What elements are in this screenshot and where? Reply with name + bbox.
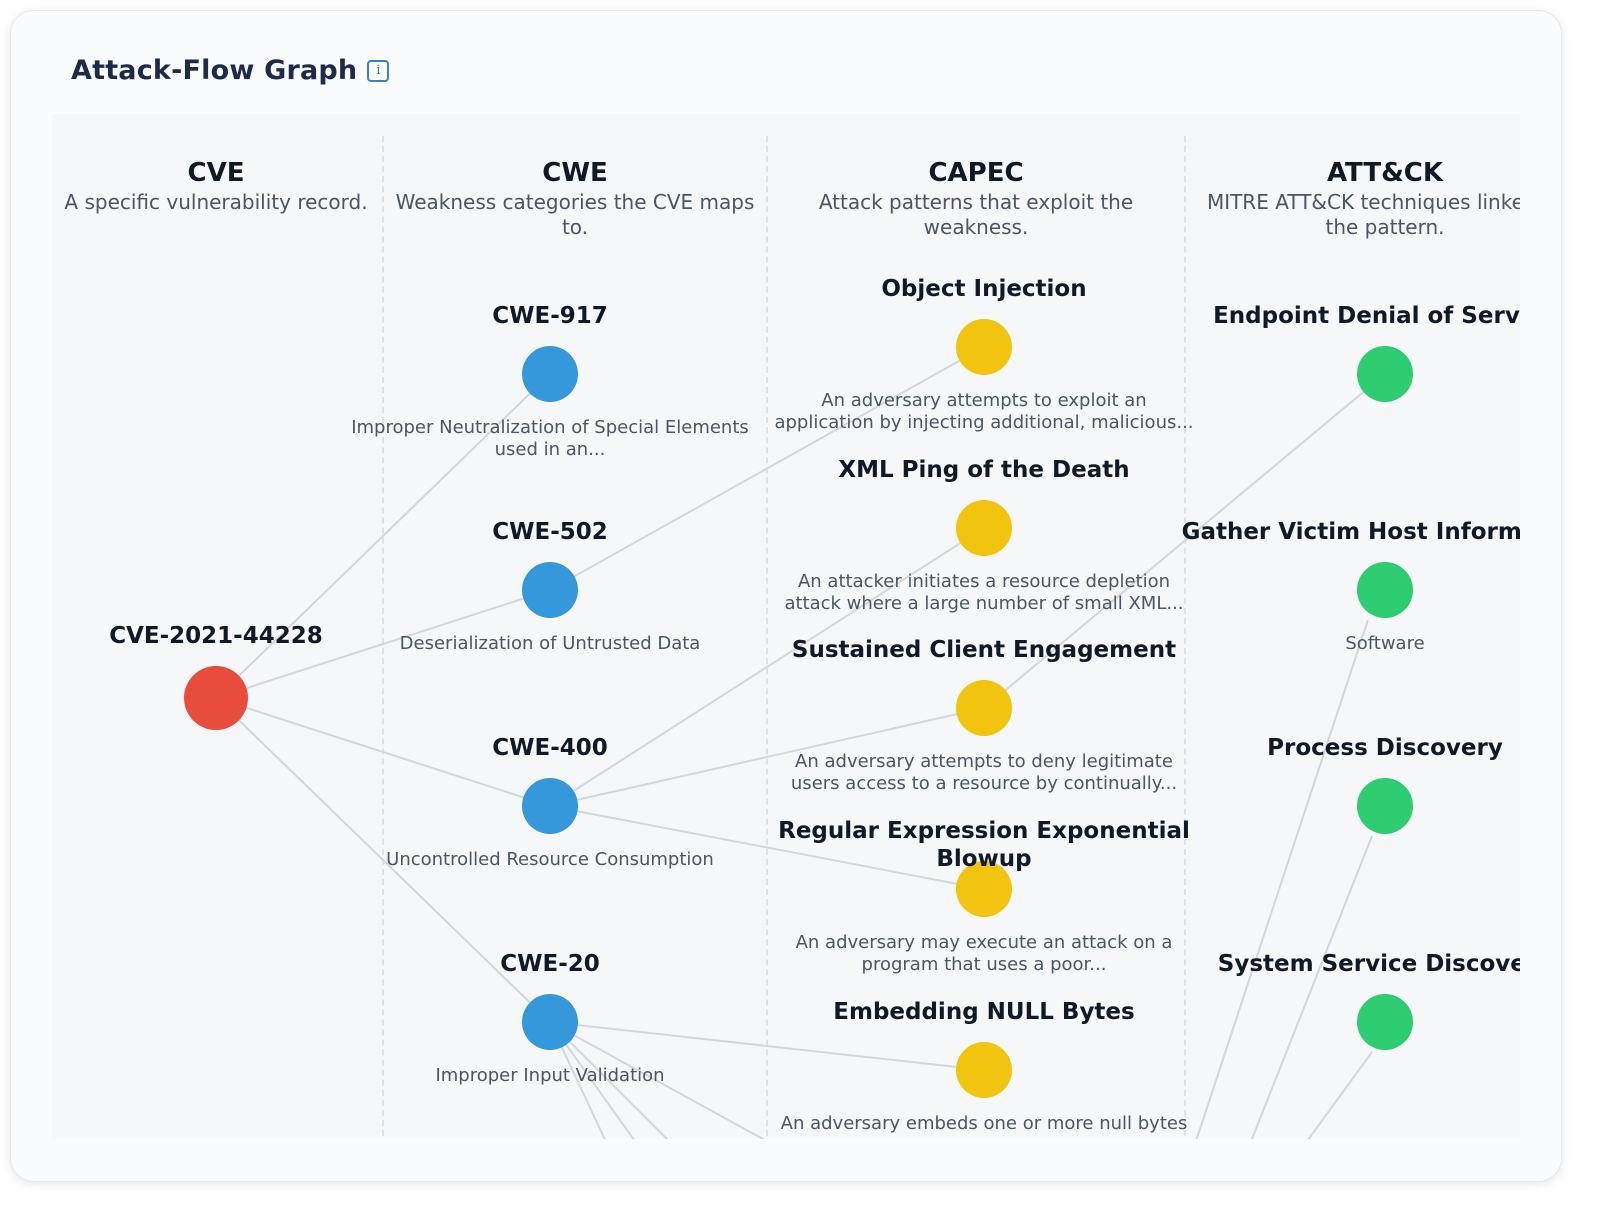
capec-node[interactable] (956, 319, 1012, 375)
capec-node-description: An adversary attempts to exploit an appl… (774, 390, 1194, 433)
column-title: CWE (542, 158, 608, 188)
cwe-node-label: CWE-20 (500, 951, 600, 977)
edge-cve-cwe (215, 697, 551, 807)
edge-cwe-capec (549, 527, 985, 807)
column-description: MITRE ATT&CK techniques linked to the pa… (1206, 190, 1520, 239)
capec-node-description: An adversary may execute an attack on a … (795, 932, 1173, 975)
capec-node[interactable] (956, 1042, 1012, 1098)
column-header-attack: ATT&CK MITRE ATT&CK techniques linked to… (1205, 158, 1520, 240)
column-description: A specific vulnerability record. (64, 190, 368, 214)
edge-cwe-capec (549, 1021, 669, 1139)
attack-node-description: Software (1345, 633, 1425, 654)
capec-node-description: An adversary attempts to deny legitimate… (790, 751, 1178, 794)
cve-node-label: CVE-2021-44228 (109, 623, 323, 649)
capec-node-label: Regular Expression Exponential Blowup (778, 818, 1190, 872)
attack-node-label: Endpoint Denial of Service (1213, 303, 1520, 329)
column-header-cve: CVE A specific vulnerability record. (52, 158, 396, 215)
edge-cve-cwe (215, 373, 551, 699)
cwe-node[interactable] (522, 346, 578, 402)
info-icon[interactable]: i (367, 59, 390, 82)
capec-node[interactable] (956, 680, 1012, 736)
capec-node-label: Sustained Client Engagement (791, 637, 1177, 663)
cve-node[interactable] (184, 666, 248, 730)
graph-title: Attack-Flow Graph (71, 55, 358, 86)
cwe-node-label: CWE-400 (492, 735, 608, 761)
cwe-node-description: Deserialization of Untrusted Data (399, 633, 701, 654)
attack-flow-card: Attack-Flow Graph i CVE A specific vulne… (10, 10, 1562, 1182)
cwe-node-label: CWE-917 (492, 303, 608, 329)
edge-cve-cwe (215, 589, 551, 699)
attack-node[interactable] (1357, 562, 1413, 618)
column-description: Attack patterns that exploit the weaknes… (818, 190, 1134, 239)
cwe-node[interactable] (522, 994, 578, 1050)
capec-node-label: XML Ping of the Death (838, 457, 1130, 483)
capec-node[interactable] (956, 500, 1012, 556)
capec-node-description: An attacker initiates a resource depleti… (784, 571, 1184, 614)
edge-cwe-capec (549, 707, 985, 807)
attack-node[interactable] (1357, 778, 1413, 834)
cwe-node[interactable] (522, 562, 578, 618)
capec-node[interactable] (956, 861, 1012, 917)
cwe-node-description: Improper Input Validation (435, 1065, 665, 1086)
column-divider (766, 136, 768, 1136)
attack-node[interactable] (1357, 994, 1413, 1050)
column-header-capec: CAPEC Attack patterns that exploit the w… (796, 158, 1156, 240)
edge-cwe-capec (549, 1021, 765, 1139)
edge-capec-attack (983, 373, 1386, 709)
column-divider (1184, 136, 1186, 1136)
capec-node-description: An adversary embeds one or more null byt… (780, 1113, 1188, 1134)
cwe-node-description: Uncontrolled Resource Consumption (386, 849, 714, 870)
attack-node-label: Process Discovery (1267, 735, 1503, 761)
edge-capec-attack (1307, 1051, 1373, 1139)
graph-canvas[interactable]: CVE A specific vulnerability record. CWE… (52, 114, 1520, 1139)
edge-cwe-capec (549, 346, 985, 591)
capec-node-label: Embedding NULL Bytes (833, 999, 1135, 1025)
edge-capec-attack (1250, 835, 1373, 1139)
column-header-cwe: CWE Weakness categories the CVE maps to. (395, 158, 755, 240)
cwe-node[interactable] (522, 778, 578, 834)
card-header: Attack-Flow Graph i (71, 55, 390, 86)
column-divider (382, 136, 384, 1136)
column-description: Weakness categories the CVE maps to. (395, 190, 755, 239)
column-title: CVE (187, 158, 245, 188)
attack-node-label: System Service Discovery (1217, 951, 1520, 977)
attack-node[interactable] (1357, 346, 1413, 402)
attack-node-label: Gather Victim Host Information (1181, 519, 1520, 545)
column-title: CAPEC (928, 158, 1024, 188)
edge-capec-attack (1195, 619, 1369, 1139)
edge-layer (215, 346, 1386, 1139)
capec-node-label: Object Injection (881, 276, 1087, 302)
edge-cwe-capec (549, 1021, 985, 1071)
column-title: ATT&CK (1326, 158, 1444, 188)
cwe-node-label: CWE-502 (492, 519, 608, 545)
edge-cwe-capec (549, 805, 985, 890)
cwe-node-description: Improper Neutralization of Special Eleme… (351, 417, 749, 460)
edge-cve-cwe (215, 697, 551, 1023)
